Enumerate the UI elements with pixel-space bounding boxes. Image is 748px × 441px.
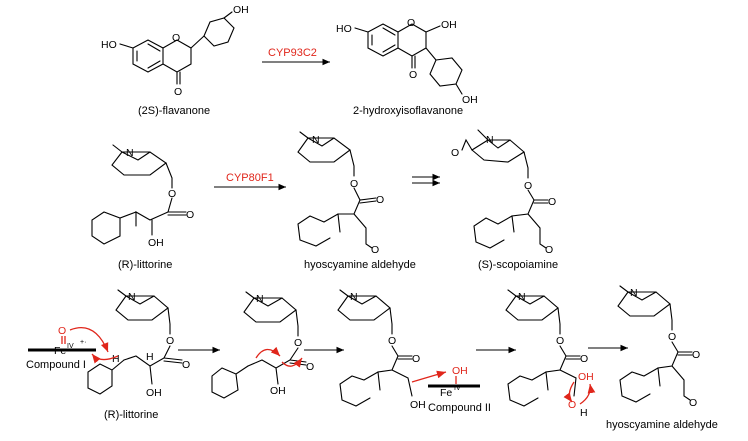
mech2-oh: OH bbox=[270, 385, 286, 397]
mech4-oh: OH bbox=[578, 371, 594, 383]
hyo-o: O bbox=[350, 178, 358, 190]
scop-n: N bbox=[486, 134, 494, 146]
mech4-n: N bbox=[518, 291, 526, 303]
curved-arrow-5 bbox=[411, 370, 447, 383]
ring-o-label: O bbox=[172, 32, 180, 44]
mech3-n: N bbox=[350, 291, 358, 303]
hyoscyamine-aldehyde-structure bbox=[297, 131, 377, 249]
mech2-n: N bbox=[256, 293, 264, 305]
isoflavanone-label: 2-hydroxyisoflavanone bbox=[353, 105, 463, 117]
curved-arrow-7 bbox=[579, 383, 596, 405]
hyo-ald-o: O bbox=[371, 244, 379, 256]
littorine-n: N bbox=[126, 147, 134, 159]
mech1-o: O bbox=[166, 335, 174, 347]
hyo-n: N bbox=[312, 134, 320, 146]
mech2-o: O bbox=[294, 337, 302, 349]
mechanism-product bbox=[617, 285, 693, 403]
fe-o-double-bond bbox=[61, 336, 66, 344]
scop-ald-o: O bbox=[545, 244, 553, 256]
mech4-o: O bbox=[556, 335, 564, 347]
mechanism-step-1 bbox=[28, 289, 183, 395]
prod-oh-label: OH bbox=[441, 19, 457, 31]
mech3-keto-o: O bbox=[412, 353, 420, 365]
mech1-h-left: H bbox=[112, 353, 120, 365]
isoflavanone-structure bbox=[354, 23, 463, 95]
scop-keto-o: O bbox=[548, 196, 556, 208]
compound-1-label: Compound I bbox=[26, 359, 86, 371]
mechanism-step-3 bbox=[337, 289, 480, 407]
mech4-o-lower: O bbox=[568, 399, 576, 411]
littorine-label: (R)-littorine bbox=[118, 259, 172, 271]
mech1-keto-o: O bbox=[182, 359, 190, 371]
curved-arrow-3 bbox=[255, 346, 281, 359]
mech1-h-right: H bbox=[146, 351, 154, 363]
prod-oh-b-label: OH bbox=[462, 94, 478, 106]
curved-arrow-1 bbox=[69, 326, 109, 353]
mechanism-step-4 bbox=[505, 289, 581, 407]
keto-o-label: O bbox=[174, 86, 182, 98]
prod-n: N bbox=[630, 287, 638, 299]
littorine-oh: OH bbox=[148, 237, 164, 249]
scop-o: O bbox=[524, 180, 532, 192]
mech1-oh: OH bbox=[146, 387, 162, 399]
mech2-keto-o: O bbox=[306, 361, 314, 373]
flavanone-label: (2S)-flavanone bbox=[138, 105, 210, 117]
prod-ho-label: HO bbox=[336, 23, 352, 35]
fe-label-1: Fe bbox=[54, 345, 66, 357]
mech3-oh: OH bbox=[410, 399, 426, 411]
littorine-structure bbox=[91, 144, 187, 245]
ho-label: HO bbox=[101, 39, 117, 51]
mech-product-label: hyoscyamine aldehyde bbox=[606, 419, 718, 431]
fe-ox-2: IV bbox=[454, 385, 461, 392]
curved-arrow-4 bbox=[281, 357, 303, 368]
scop-epox-o: O bbox=[451, 147, 459, 159]
prod-ring-o-label: O bbox=[407, 17, 415, 29]
curved-arrow-2 bbox=[91, 353, 119, 364]
mech4-h: H bbox=[580, 407, 588, 419]
littorine-o: O bbox=[168, 188, 176, 200]
fe-ox-1: IV bbox=[67, 343, 74, 350]
oh-label: OH bbox=[233, 4, 249, 16]
scopolamine-structure bbox=[461, 129, 549, 249]
fe-label-2: Fe bbox=[440, 387, 452, 399]
prod-o: O bbox=[668, 331, 676, 343]
mech3-fe-oh: OH bbox=[452, 365, 468, 377]
hyoscyamine-aldehyde-label: hyoscyamine aldehyde bbox=[304, 259, 416, 271]
mech1-fe-o: O bbox=[58, 325, 66, 337]
hyo-keto-o: O bbox=[376, 194, 384, 206]
mech-littorine-label: (R)-littorine bbox=[104, 409, 158, 421]
radical-cation: +· bbox=[80, 339, 86, 346]
flavanone-structure bbox=[119, 11, 235, 85]
prod-keto-o-label: O bbox=[409, 69, 417, 81]
curved-arrow-6 bbox=[563, 381, 575, 403]
prod-keto-o: O bbox=[692, 349, 700, 361]
mech4-keto-o: O bbox=[580, 353, 588, 365]
littorine-keto-o: O bbox=[186, 209, 194, 221]
compound-2-label: Compound II bbox=[428, 402, 491, 414]
enzyme-cyp93c2: CYP93C2 bbox=[268, 47, 317, 59]
mech1-n: N bbox=[128, 291, 136, 303]
scopolamine-label: (S)-scopoiamine bbox=[478, 259, 558, 271]
enzyme-cyp80f1: CYP80F1 bbox=[226, 172, 274, 184]
mech3-o: O bbox=[388, 335, 396, 347]
mechanism-step-2 bbox=[211, 291, 307, 399]
prod-ald-o: O bbox=[689, 397, 697, 409]
